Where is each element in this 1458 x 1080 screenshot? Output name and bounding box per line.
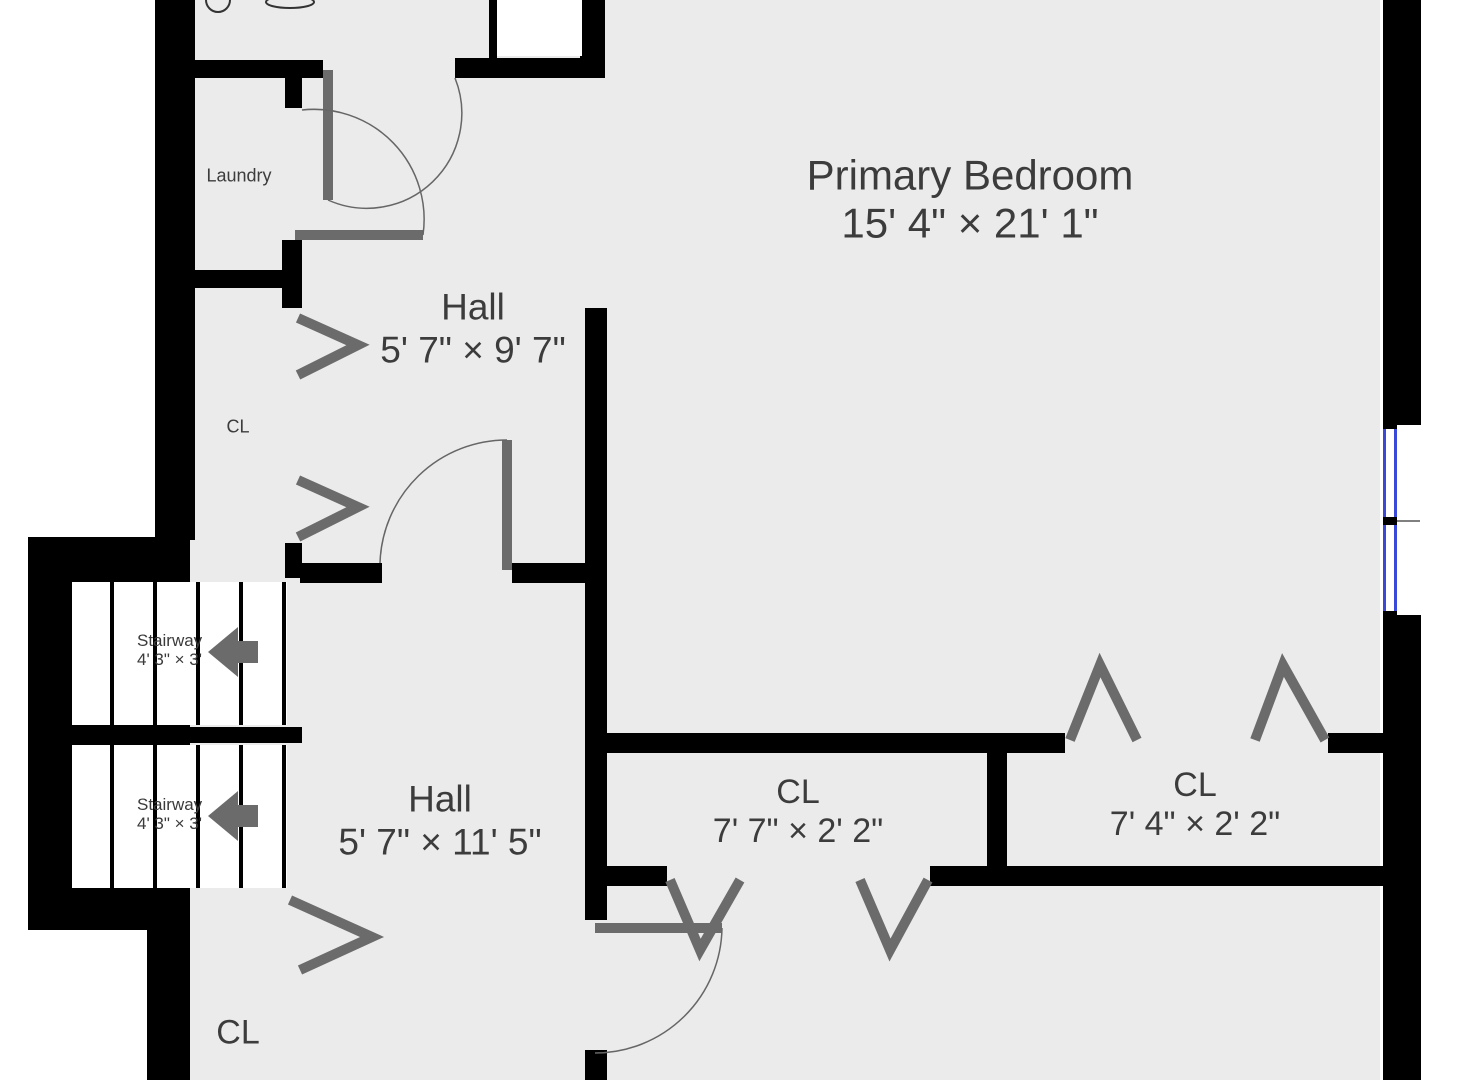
room-dimensions: 7' 4" × 2' 2" bbox=[1109, 805, 1281, 843]
stairway-label-upper: Stairway 4' 3" × 3' bbox=[137, 631, 203, 669]
room-label-laundry: Laundry bbox=[206, 166, 271, 187]
room-label-primary-bedroom: Primary Bedroom 15' 4" × 21' 1" bbox=[807, 152, 1134, 249]
room-name: Laundry bbox=[206, 165, 272, 186]
stairway-label-lower: Stairway 4' 3" × 3' bbox=[137, 795, 203, 833]
stairway-dimensions: 4' 3" × 3' bbox=[137, 813, 202, 833]
bath-fixture bbox=[205, 0, 582, 56]
room-dimensions: 5' 7" × 11' 5" bbox=[338, 821, 542, 862]
room-label-hall-upper: Hall 5' 7" × 9' 7" bbox=[380, 286, 565, 371]
room-name: Primary Bedroom bbox=[806, 151, 1134, 199]
room-name: Hall bbox=[441, 286, 505, 328]
stairway-name: Stairway bbox=[137, 631, 203, 650]
room-dimensions: 7' 7" × 2' 2" bbox=[712, 812, 884, 850]
stairway-dimensions: 4' 3" × 3' bbox=[137, 649, 202, 669]
room-name: CL bbox=[216, 1013, 260, 1052]
room-dimensions: 5' 7" × 9' 7" bbox=[380, 329, 566, 370]
room-name: CL bbox=[226, 416, 250, 437]
window bbox=[1383, 425, 1420, 615]
stair-arrow-upper-icon bbox=[208, 627, 258, 677]
walls bbox=[147, 0, 1421, 1080]
room-name: CL bbox=[1173, 765, 1217, 804]
stair-block bbox=[28, 537, 302, 930]
doors bbox=[287, 70, 1330, 1054]
stair-arrow-lower-icon bbox=[208, 791, 258, 841]
room-label-closet-middle: CL 7' 7" × 2' 2" bbox=[713, 773, 883, 851]
room-label-closet-small-left: CL bbox=[226, 417, 249, 438]
room-label-hall-lower: Hall 5' 7" × 11' 5" bbox=[338, 778, 541, 863]
room-name: Hall bbox=[408, 778, 472, 820]
room-dimensions: 15' 4" × 21' 1" bbox=[841, 200, 1099, 247]
floor-area bbox=[190, 0, 1380, 1080]
room-label-closet-bottom-left: CL bbox=[216, 1013, 259, 1052]
room-name: CL bbox=[776, 772, 820, 811]
room-label-closet-right: CL 7' 4" × 2' 2" bbox=[1110, 766, 1280, 844]
stairway-name: Stairway bbox=[137, 795, 203, 814]
